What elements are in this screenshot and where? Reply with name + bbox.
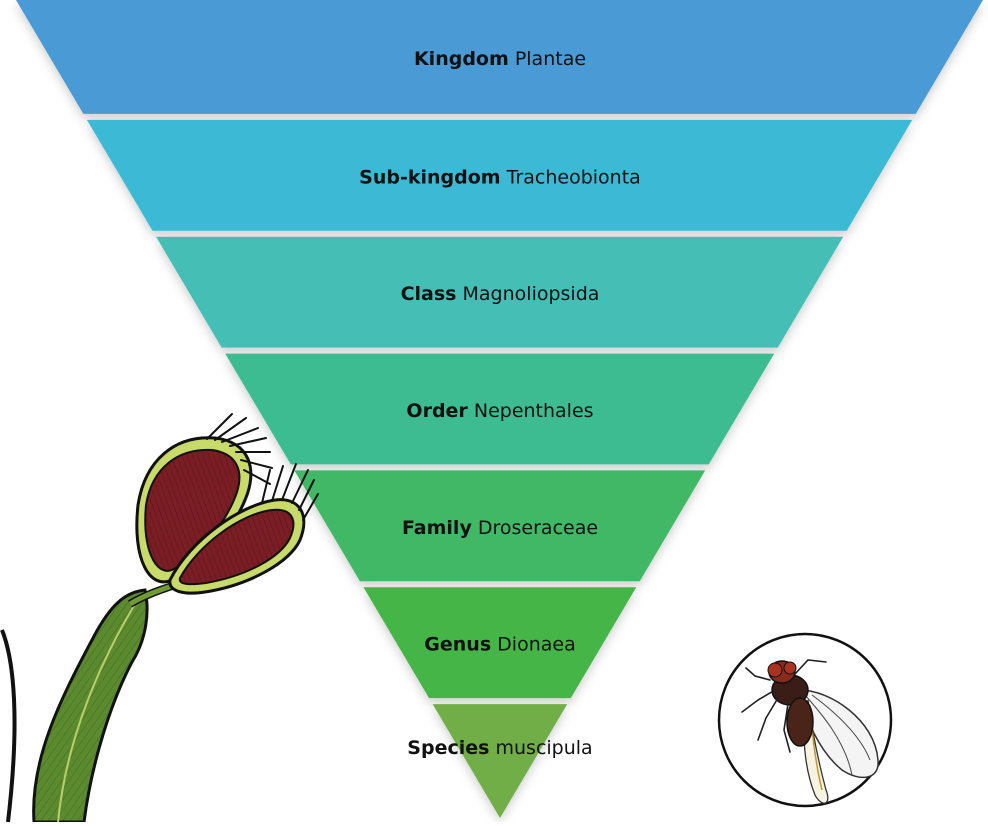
taxon-value: muscipula — [489, 737, 592, 759]
rank-label: Order — [406, 400, 468, 422]
rank-label: Class — [401, 283, 457, 305]
funnel-label-sub-kingdom: Sub-kingdom Tracheobionta — [359, 166, 641, 188]
funnel-band-species — [433, 704, 568, 818]
funnel-label-genus: Genus Dionaea — [424, 634, 575, 656]
taxon-value: Nepenthales — [468, 400, 594, 422]
taxon-value: Magnoliopsida — [456, 283, 599, 305]
rank-label: Family — [402, 517, 473, 539]
funnel-label-family: Family Droseraceae — [402, 517, 598, 539]
funnel-label-class: Class Magnoliopsida — [401, 283, 600, 305]
funnel-label-kingdom: Kingdom Plantae — [414, 48, 586, 70]
venus-flytrap-illustration — [2, 414, 318, 822]
taxon-value: Droseraceae — [472, 517, 598, 539]
rank-label: Sub-kingdom — [359, 166, 500, 188]
rank-label: Kingdom — [414, 48, 509, 70]
funnel-label-order: Order Nepenthales — [406, 400, 593, 422]
funnel-label-species: Species muscipula — [407, 737, 592, 759]
taxon-value: Plantae — [509, 48, 586, 70]
rank-label: Genus — [424, 634, 491, 656]
taxon-value: Tracheobionta — [501, 166, 641, 188]
rank-label: Species — [407, 737, 489, 759]
taxon-value: Dionaea — [491, 634, 576, 656]
fly-illustration — [719, 634, 891, 806]
